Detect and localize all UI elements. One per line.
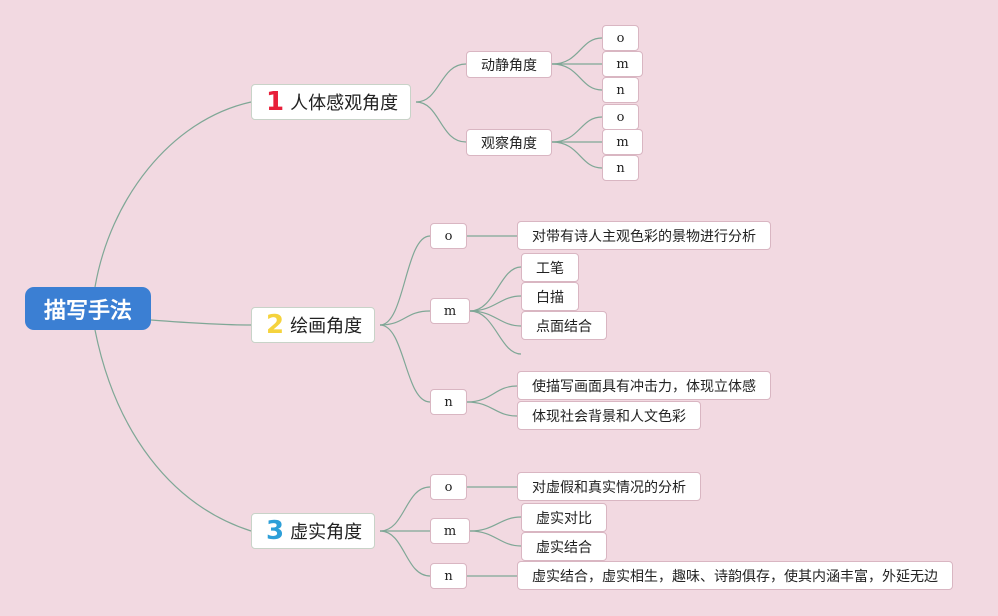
sub-node[interactable]: 观察角度 <box>466 129 552 156</box>
letter-node[interactable]: m <box>430 298 470 324</box>
number-2-badge: 2 <box>266 310 285 340</box>
letter-node[interactable]: m <box>602 129 643 155</box>
number-1-badge: 1 <box>266 87 285 117</box>
letter-node[interactable]: o <box>602 25 639 51</box>
letter-node[interactable]: o <box>602 104 639 130</box>
sub-node[interactable]: 动静角度 <box>466 51 552 78</box>
leaf-node[interactable]: 虚实结合 <box>521 532 607 561</box>
branch-2-node[interactable]: 2 绘画角度 <box>251 307 376 343</box>
letter-node[interactable]: o <box>430 223 467 249</box>
letter-node[interactable]: n <box>602 77 639 103</box>
letter-node[interactable]: m <box>430 518 470 544</box>
leaf-node[interactable]: 虚实对比 <box>521 503 607 532</box>
leaf-node[interactable]: 点面结合 <box>521 311 607 340</box>
letter-node[interactable]: o <box>430 474 467 500</box>
letter-node[interactable]: n <box>430 389 467 415</box>
branch-1-label: 人体感观角度 <box>290 93 399 114</box>
number-3-badge: 3 <box>266 516 285 546</box>
leaf-node[interactable]: 虚实结合，虚实相生，趣味、诗韵俱存，使其内涵丰富，外延无边 <box>517 561 953 590</box>
leaf-node[interactable]: 工笔 <box>521 253 579 282</box>
branch-1-node[interactable]: 1 人体感观角度 <box>251 84 412 120</box>
leaf-node[interactable]: 使描写画面具有冲击力，体现立体感 <box>517 371 771 400</box>
branch-3-node[interactable]: 3 虚实角度 <box>251 513 376 549</box>
letter-node[interactable]: m <box>602 51 643 77</box>
root-node[interactable]: 描写手法 <box>25 287 151 330</box>
leaf-node[interactable]: 白描 <box>521 282 579 311</box>
letter-node[interactable]: n <box>602 155 639 181</box>
leaf-node[interactable]: 体现社会背景和人文色彩 <box>517 401 701 430</box>
branch-3-label: 虚实角度 <box>290 522 363 543</box>
leaf-node[interactable]: 对带有诗人主观色彩的景物进行分析 <box>517 221 771 250</box>
leaf-node[interactable]: 对虚假和真实情况的分析 <box>517 472 701 501</box>
branch-2-label: 绘画角度 <box>290 316 363 337</box>
letter-node[interactable]: n <box>430 563 467 589</box>
